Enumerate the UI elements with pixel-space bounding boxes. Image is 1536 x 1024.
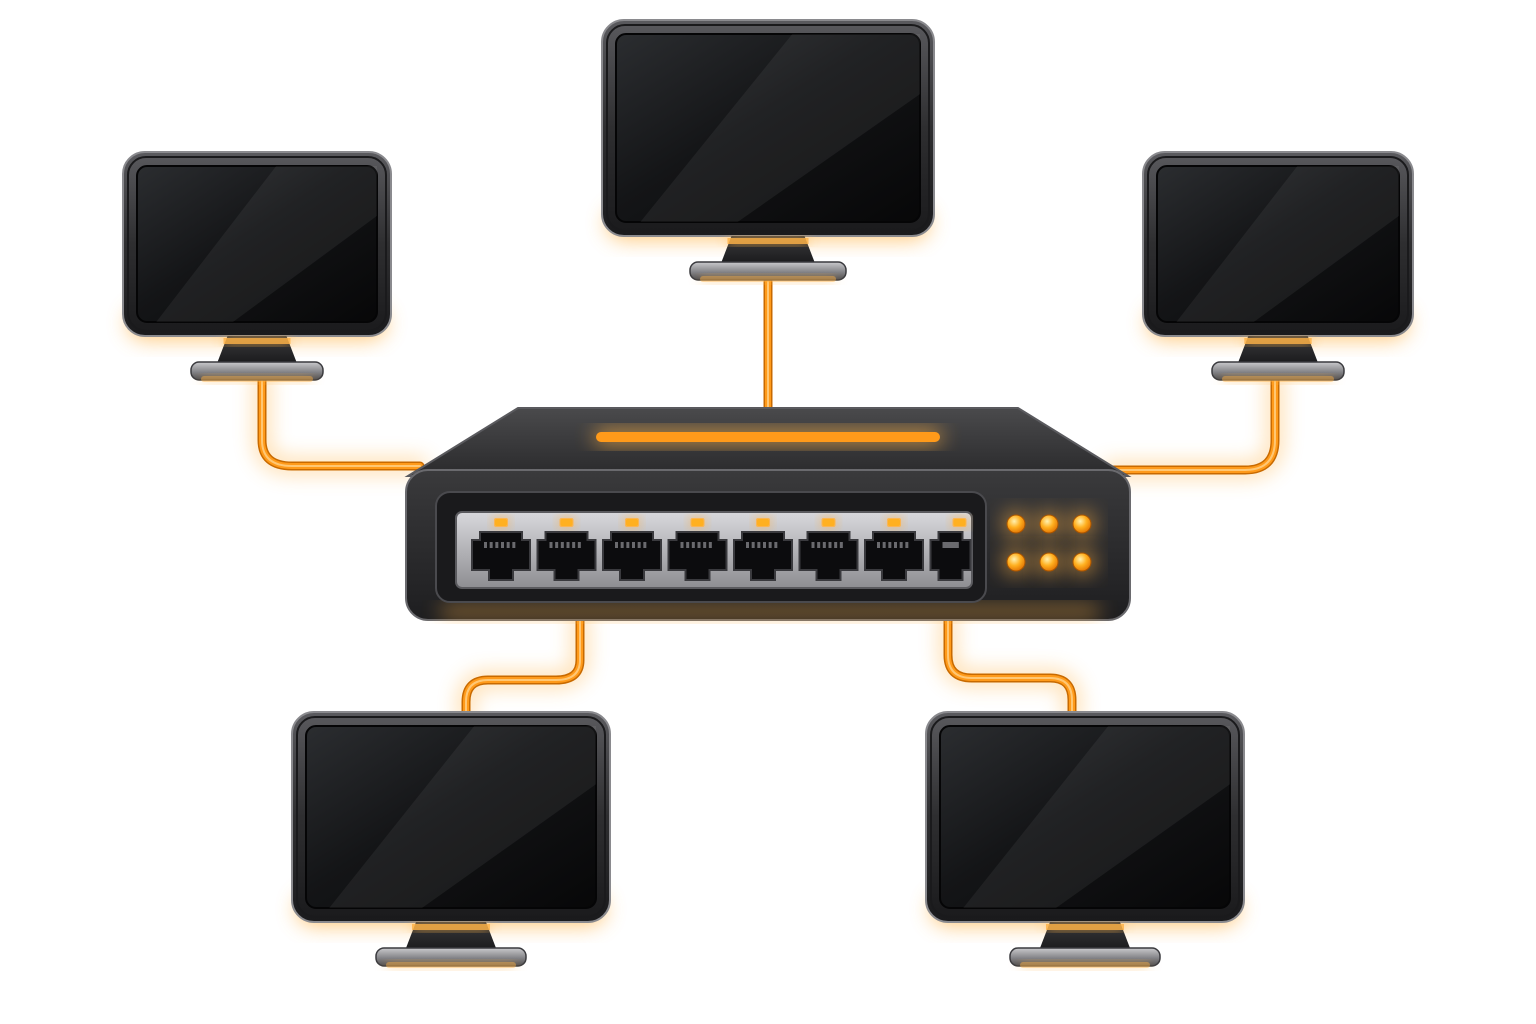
ethernet-port (929, 518, 972, 581)
port-led (888, 519, 900, 526)
monitor-screen (1156, 165, 1400, 323)
ethernet-port (798, 518, 859, 581)
ethernet-port (667, 518, 728, 581)
ethernet-port (602, 518, 662, 581)
status-led (1036, 549, 1062, 575)
monitor-top-center (601, 19, 935, 282)
monitor-bottom-left (291, 711, 611, 968)
status-led (1069, 549, 1095, 575)
cables (254, 274, 1283, 724)
monitor-bottom-right (925, 711, 1245, 968)
port-led (495, 519, 507, 526)
status-led (1036, 511, 1062, 537)
status-led (1003, 511, 1029, 537)
port-led (757, 519, 769, 526)
cable-top-left (254, 370, 428, 474)
monitor-screen (305, 725, 597, 909)
port-led (953, 519, 966, 526)
cable-bottom-left (458, 610, 588, 724)
ethernet-port (864, 518, 924, 581)
switch-status-bar (596, 432, 940, 442)
monitor-top-right (1142, 151, 1414, 382)
cable-top-right (1102, 370, 1283, 478)
cable-bottom-right (940, 610, 1080, 724)
status-led (1069, 511, 1095, 537)
monitor-screen (615, 33, 921, 223)
port-led (822, 519, 835, 526)
monitor-top-left (122, 151, 392, 382)
port-led (626, 519, 638, 526)
monitor-screen (136, 165, 378, 323)
ethernet-port (733, 518, 793, 581)
port-led (560, 519, 573, 526)
status-led (1003, 549, 1029, 575)
monitor-screen (939, 725, 1231, 909)
network-switch (404, 407, 1132, 621)
ethernet-port (536, 518, 597, 581)
monitors (122, 19, 1414, 968)
port-led (691, 519, 704, 526)
ethernet-port (471, 518, 531, 581)
